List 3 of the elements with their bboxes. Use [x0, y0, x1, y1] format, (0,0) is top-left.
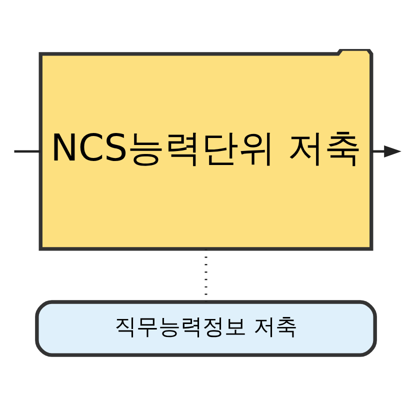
node-box: 직무능력정보 저축 [35, 300, 377, 356]
connector [14, 150, 40, 152]
arrow [371, 144, 402, 157]
